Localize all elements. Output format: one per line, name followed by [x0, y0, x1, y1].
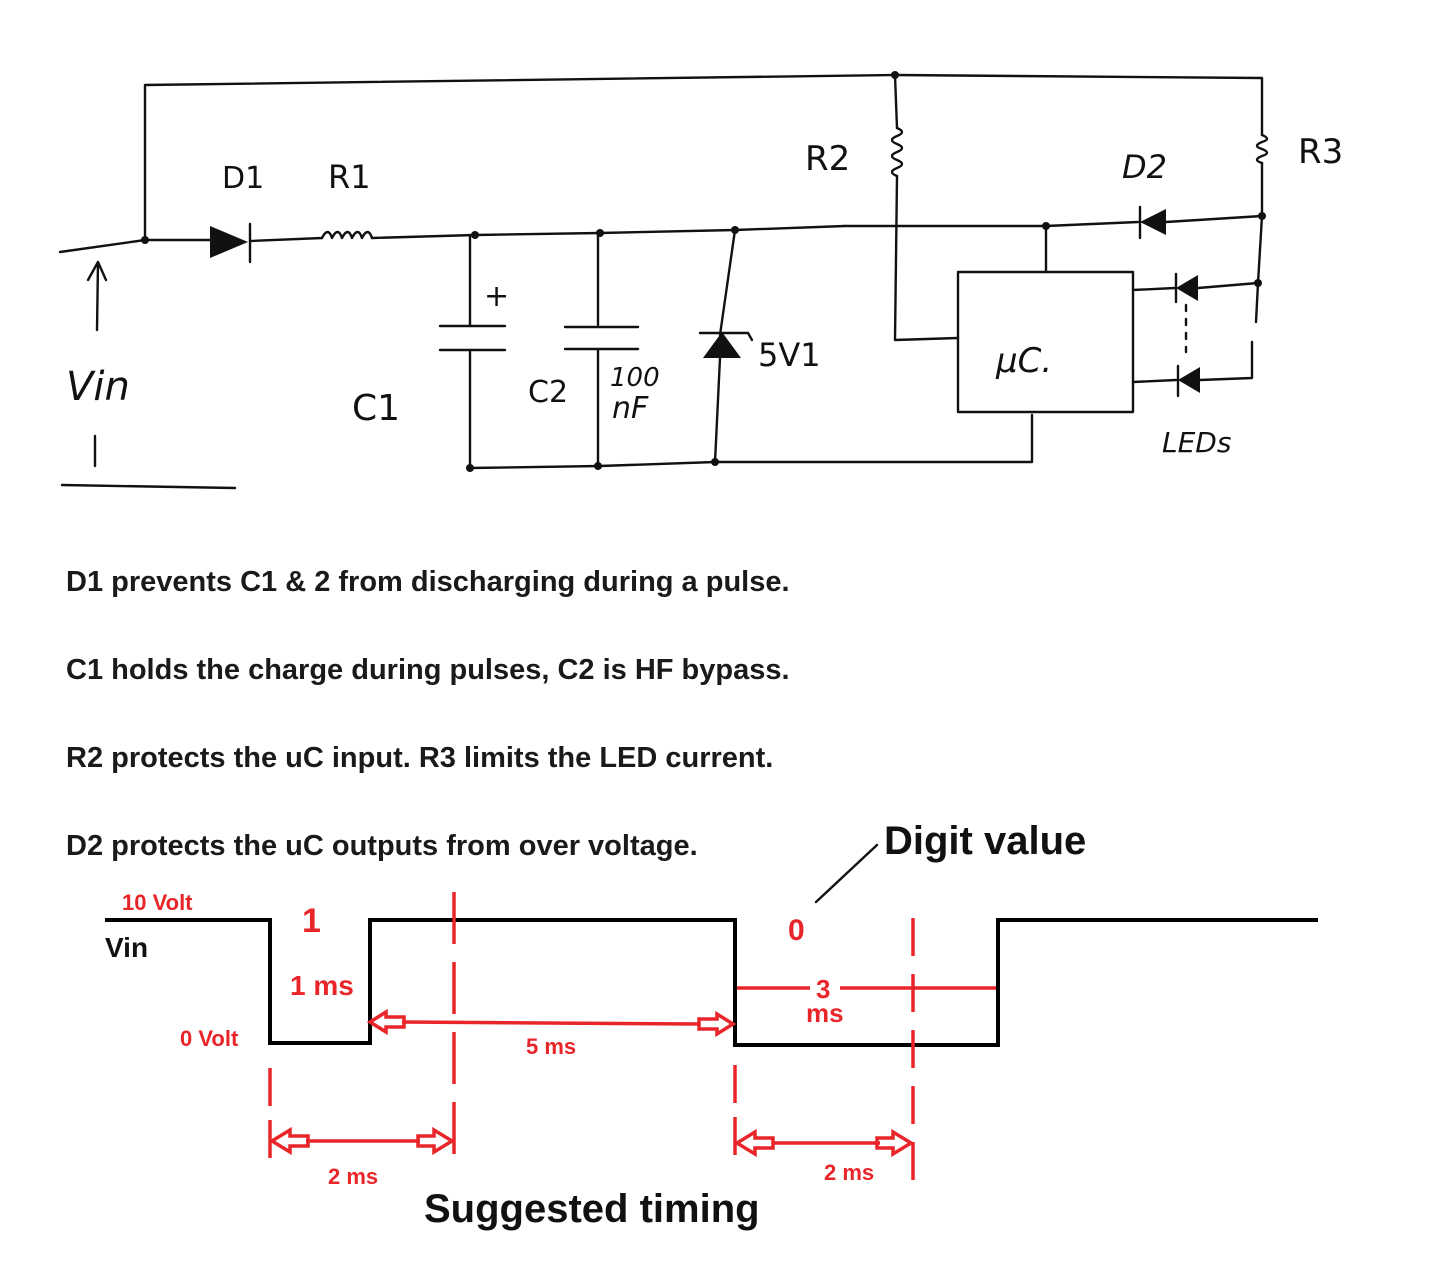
- top-rail-wire: [143, 73, 897, 242]
- five-ms-label: 5 ms: [526, 1034, 576, 1059]
- r1-label: R1: [328, 158, 371, 196]
- node-c2-bottom: [594, 462, 602, 470]
- three-ms-number: 3: [816, 974, 830, 1004]
- node-c1-top: [471, 231, 479, 239]
- schematic: D1 R1 R2 D2 R3 Vin C1 + C2 100 nF 5V1 µC…: [58, 71, 1343, 490]
- two-ms-left-arrow-left-head: [268, 1126, 310, 1156]
- leds-label: LEDs: [1162, 426, 1231, 459]
- note-r2-r3: R2 protects the uC input. R3 limits the …: [66, 742, 774, 774]
- vin-arrow-icon: [86, 260, 108, 332]
- ground-rail-wire: [60, 483, 237, 490]
- led-top-wire: [1131, 286, 1177, 292]
- note-d2: D2 protects the uC outputs from over vol…: [66, 830, 698, 862]
- c2-value-line1: 100: [610, 363, 660, 393]
- two-ms-right-arrow-right-head: [875, 1128, 915, 1158]
- r3-label: R3: [1298, 132, 1343, 172]
- uc-label: µC.: [995, 341, 1052, 381]
- r2-resistor-symbol: [890, 126, 904, 178]
- led-top-symbol: [1174, 272, 1198, 304]
- five-ms-arrow-left-head: [366, 1008, 406, 1036]
- digit-value-label: Digit value: [884, 819, 1086, 863]
- d1-diode-symbol: [210, 222, 252, 264]
- c1-label: C1: [352, 388, 400, 429]
- node-vin: [141, 236, 149, 244]
- r2-lead-top: [893, 73, 899, 130]
- d2-label: D2: [1122, 148, 1167, 186]
- vin-waveform: [105, 918, 1318, 1047]
- timing-diagram: Digit value 10 Volt Vin 0 Volt 1 0 1 ms …: [105, 819, 1318, 1231]
- top-rail-right-wire: [893, 73, 1264, 137]
- c1-polarity-label: +: [484, 279, 509, 314]
- two-ms-left-arrow-right-head: [416, 1126, 456, 1156]
- digit-value-pointer: [814, 843, 879, 904]
- two-ms-right-arrow-left-head: [733, 1128, 775, 1158]
- zener-label: 5V1: [758, 336, 821, 374]
- led-top-wire-right: [1196, 281, 1260, 290]
- r2-label: R2: [805, 139, 850, 179]
- input-line-wire: [58, 238, 212, 254]
- node-zener-bottom: [711, 458, 719, 466]
- led-bottom-wire: [1131, 378, 1178, 384]
- high-level-label: 10 Volt: [122, 890, 193, 915]
- main-rail-wire: [370, 224, 847, 240]
- d2-wire: [1044, 220, 1140, 228]
- digit-one-label: 1: [302, 902, 321, 940]
- three-ms-unit: ms: [806, 998, 844, 1028]
- two-ms-right-label: 2 ms: [824, 1160, 874, 1185]
- ground-rail-right-wire: [468, 413, 1034, 470]
- digit-zero-label: 0: [788, 914, 805, 947]
- led-bottom-symbol: [1176, 364, 1200, 398]
- r3-lead-wire: [1254, 161, 1264, 324]
- zener-diode-symbol: [698, 228, 754, 464]
- vin-label: Vin: [66, 364, 130, 410]
- r3-resistor-symbol: [1255, 133, 1269, 165]
- one-ms-label: 1 ms: [290, 970, 354, 1001]
- c2-label: C2: [528, 375, 568, 410]
- c1-capacitor-symbol: [438, 233, 507, 470]
- node-c1-bottom: [466, 464, 474, 472]
- signal-name-label: Vin: [105, 932, 148, 963]
- five-ms-arrow-right-head: [697, 1010, 737, 1038]
- d2-diode-symbol: [1138, 205, 1166, 240]
- r1-resistor-symbol: [320, 230, 374, 240]
- d2-r3-wire: [1164, 214, 1264, 224]
- note-d1: D1 prevents C1 & 2 from discharging duri…: [66, 566, 790, 598]
- d1-label: D1: [222, 161, 264, 196]
- led-bottom-wire-right: [1198, 340, 1254, 382]
- timing-caption: Suggested timing: [424, 1187, 760, 1231]
- two-ms-left-label: 2 ms: [328, 1164, 378, 1189]
- uc-supply-wire: [843, 224, 1048, 274]
- c2-capacitor-symbol: [563, 231, 640, 468]
- c2-value-line2: nF: [612, 391, 649, 426]
- d1-r1-wire: [248, 236, 324, 243]
- note-c1-c2: C1 holds the charge during pulses, C2 is…: [66, 654, 790, 686]
- five-ms-arrow-line: [401, 1020, 701, 1026]
- low-level-label: 0 Volt: [180, 1026, 239, 1051]
- r2-to-uc-wire: [893, 174, 960, 342]
